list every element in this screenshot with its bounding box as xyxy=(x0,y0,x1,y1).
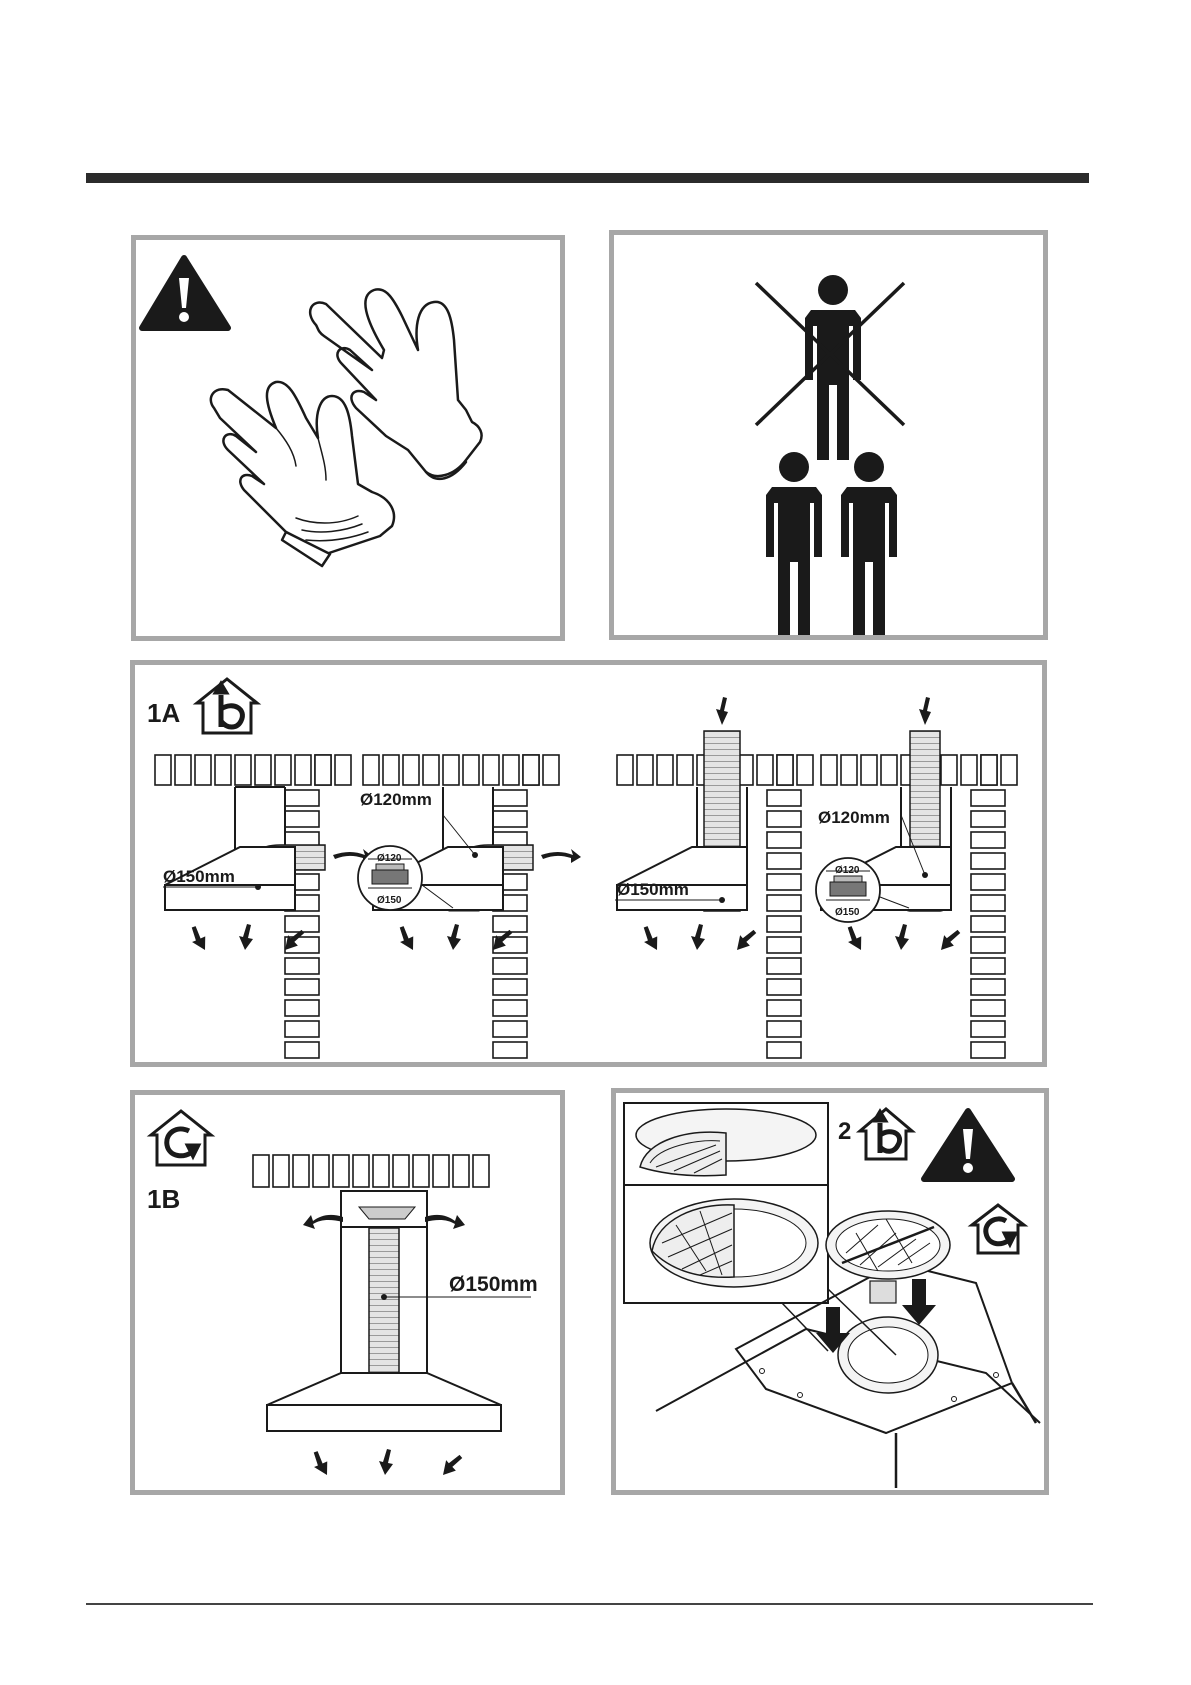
diagram-1b-recirculation: Ø150mm xyxy=(253,1155,538,1480)
dim-150-label: Ø150mm xyxy=(163,867,235,886)
warning-triangle-icon-2 xyxy=(924,1111,1012,1179)
adapter-bottom-label: Ø150 xyxy=(377,895,402,906)
dim-120-label: Ø120mm xyxy=(360,790,432,809)
dim-150-label-1b: Ø150mm xyxy=(449,1273,538,1296)
panel-two-persons xyxy=(609,230,1048,640)
one-person-crossed-icon xyxy=(756,275,904,460)
two-persons-icon xyxy=(766,452,897,635)
diagram-1a-angled-120: Ø120mm Ø120 Ø150 xyxy=(358,755,581,1062)
house-recirculation-icon xyxy=(151,1111,211,1165)
filter-detail-inset xyxy=(624,1103,828,1303)
panel-gloves xyxy=(131,235,565,641)
dim-150-label-2: Ø150mm xyxy=(617,880,689,899)
panel-1a: 1A Ø150mm xyxy=(130,660,1047,1067)
adapter-top-label-2: Ø120 xyxy=(835,865,860,876)
adapter-bottom-label-2: Ø150 xyxy=(835,907,860,918)
house-recirculation-icon-2 xyxy=(972,1205,1024,1253)
gloves-icon xyxy=(211,289,482,566)
panel-2: 2 xyxy=(611,1088,1049,1495)
diagram-1a-angled-150: Ø150mm xyxy=(155,755,373,1062)
adapter-top-label: Ø120 xyxy=(377,853,402,864)
panel-2-label: 2 xyxy=(838,1118,851,1145)
panel-1b-label: 1B xyxy=(147,1184,180,1214)
warning-triangle-icon xyxy=(142,258,228,328)
header-bar xyxy=(86,173,1089,183)
house-extraction-icon xyxy=(197,679,257,733)
dim-120-label-2: Ø120mm xyxy=(818,808,890,827)
panel-1a-label: 1A xyxy=(147,698,180,728)
diagram-1a-vertical-120: Ø120mm Ø120 Ø150 xyxy=(816,697,1017,1062)
house-extraction-icon-2 xyxy=(860,1109,912,1159)
footer-rule xyxy=(86,1603,1093,1605)
diagram-1a-vertical-150: Ø150mm xyxy=(615,697,813,1062)
panel-1b: 1B Ø150mm xyxy=(130,1090,565,1495)
